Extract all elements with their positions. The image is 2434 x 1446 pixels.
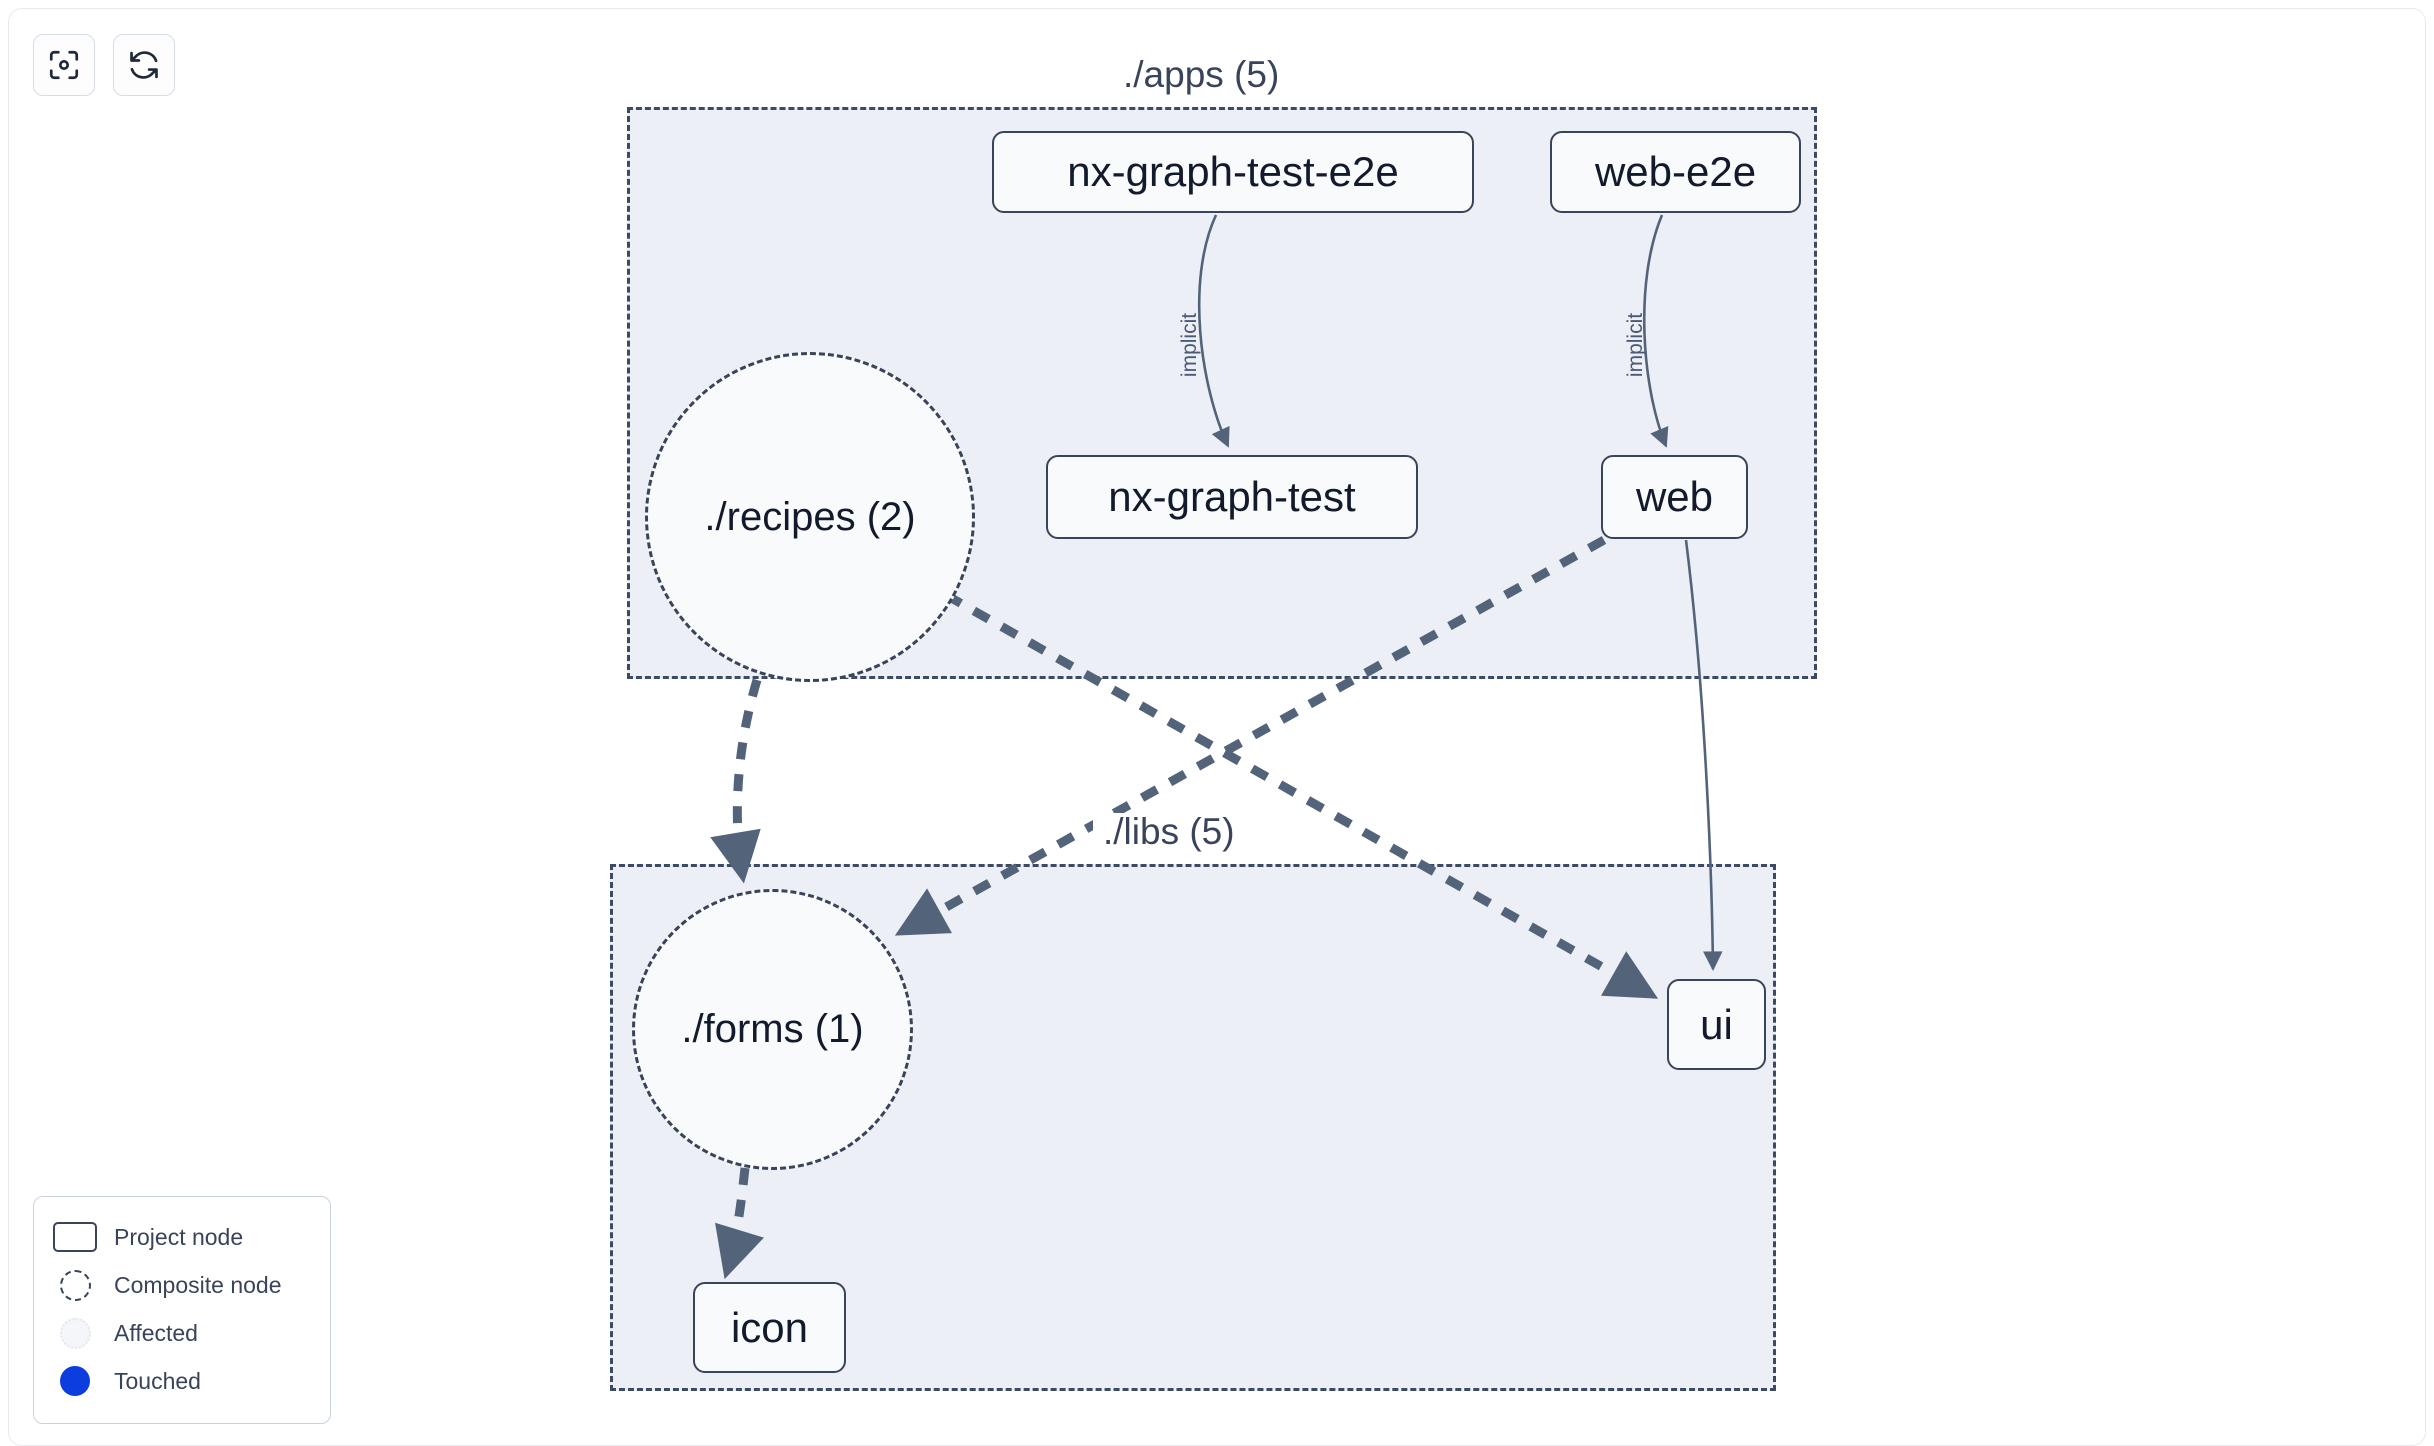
- legend-label: Project node: [114, 1223, 244, 1250]
- node-web[interactable]: web: [1601, 455, 1748, 539]
- group-libs-label: ./libs (5): [1093, 813, 1245, 850]
- node-label: nx-graph-test: [1108, 473, 1356, 520]
- composite-circle-icon: [52, 1268, 98, 1302]
- refresh-icon: [127, 48, 161, 82]
- legend-label: Touched: [114, 1367, 201, 1394]
- edge-label-implicit-2: implicit: [1624, 312, 1647, 378]
- node-label: ui: [1700, 1000, 1733, 1048]
- node-nx-graph-test-e2e[interactable]: nx-graph-test-e2e: [992, 131, 1474, 213]
- legend-label: Affected: [114, 1319, 198, 1346]
- node-icon[interactable]: icon: [693, 1282, 846, 1373]
- refresh-graph-button[interactable]: [113, 34, 175, 96]
- node-label: ./recipes (2): [704, 494, 916, 539]
- focus-graph-button[interactable]: [33, 34, 95, 96]
- node-label: nx-graph-test-e2e: [1067, 148, 1399, 195]
- node-forms[interactable]: ./forms (1): [632, 889, 913, 1170]
- project-rect-icon: [52, 1220, 98, 1254]
- graph-toolbar: [33, 34, 175, 96]
- node-label: icon: [730, 1303, 809, 1351]
- graph-legend: Project node Composite node Affected Tou…: [33, 1196, 331, 1424]
- touched-circle-icon: [52, 1364, 98, 1398]
- affected-circle-icon: [52, 1316, 98, 1350]
- legend-project-node: Project node: [52, 1213, 312, 1261]
- node-recipes[interactable]: ./recipes (2): [645, 352, 975, 682]
- node-web-e2e[interactable]: web-e2e: [1550, 131, 1801, 213]
- legend-touched: Touched: [52, 1357, 312, 1405]
- edge-recipes-to-forms: [710, 678, 762, 884]
- legend-composite-node: Composite node: [52, 1261, 312, 1309]
- legend-affected: Affected: [52, 1309, 312, 1357]
- edge-label-implicit-1: implicit: [1178, 312, 1201, 378]
- node-label: ./forms (1): [681, 1007, 864, 1051]
- legend-label: Composite node: [114, 1271, 282, 1298]
- focus-target-icon: [47, 48, 81, 82]
- node-label: web-e2e: [1594, 148, 1757, 195]
- node-label: web: [1635, 473, 1714, 520]
- group-apps-label: ./apps (5): [1113, 56, 1290, 93]
- node-nx-graph-test[interactable]: nx-graph-test: [1046, 455, 1418, 539]
- node-ui[interactable]: ui: [1667, 979, 1766, 1070]
